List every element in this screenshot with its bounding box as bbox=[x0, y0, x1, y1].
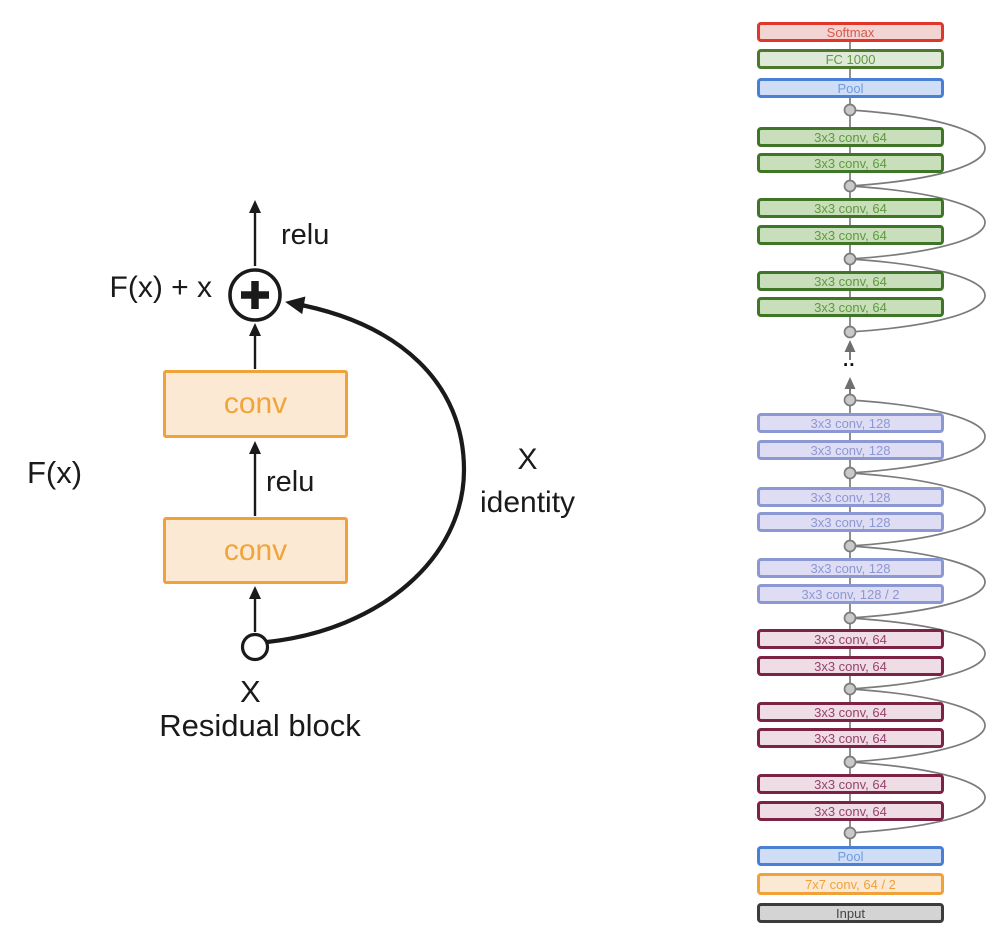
junction-node bbox=[843, 393, 857, 407]
conv-box-bottom: conv bbox=[163, 517, 348, 584]
junction-node bbox=[843, 539, 857, 553]
skip-arc bbox=[849, 472, 986, 547]
junction-node bbox=[843, 611, 857, 625]
layer-box-conv128-p3: 3x3 conv, 128 bbox=[757, 487, 944, 507]
junction-node bbox=[843, 179, 857, 193]
branch-node bbox=[240, 632, 270, 662]
fx-label: F(x) bbox=[27, 455, 83, 490]
layer-box-conv64-g6: 3x3 conv, 64 bbox=[757, 297, 944, 317]
junction-node bbox=[843, 826, 857, 840]
layer-box-conv64-g4: 3x3 conv, 64 bbox=[757, 225, 944, 245]
identity-label: X identity bbox=[455, 438, 600, 524]
junction-node bbox=[843, 755, 857, 769]
conv-box-bottom-label: conv bbox=[223, 533, 288, 567]
layer-box-conv64-m1: 3x3 conv, 64 bbox=[757, 629, 944, 649]
input-x-label: X bbox=[240, 674, 261, 709]
layer-box-conv128-p1: 3x3 conv, 128 bbox=[757, 413, 944, 433]
skip-arc bbox=[849, 185, 986, 260]
layer-box-conv64-m3: 3x3 conv, 64 bbox=[757, 702, 944, 722]
layer-box-conv64-g1: 3x3 conv, 64 bbox=[757, 127, 944, 147]
layer-box-input: Input bbox=[757, 903, 944, 923]
conv-box-top-label: conv bbox=[223, 387, 288, 420]
layer-box-conv7x7: 7x7 conv, 64 / 2 bbox=[757, 873, 944, 895]
layer-box-conv128-p4: 3x3 conv, 128 bbox=[757, 512, 944, 532]
layer-box-pool-top: Pool bbox=[757, 78, 944, 98]
identity-label-text: identity bbox=[479, 486, 576, 519]
skip-arc bbox=[849, 258, 986, 333]
junction-node bbox=[843, 252, 857, 266]
layer-box-conv64-m5: 3x3 conv, 64 bbox=[757, 774, 944, 794]
skip-arc bbox=[849, 688, 986, 763]
layer-box-conv64-m2: 3x3 conv, 64 bbox=[757, 656, 944, 676]
layer-box-conv128-stride2: 3x3 conv, 128 / 2 bbox=[757, 584, 944, 604]
relu-label-top: relu bbox=[281, 219, 330, 251]
junction-node bbox=[843, 466, 857, 480]
residual-block-caption: Residual block bbox=[159, 708, 361, 743]
sum-node bbox=[228, 268, 282, 322]
layer-box-fc1000: FC 1000 bbox=[757, 49, 944, 69]
relu-label-mid: relu bbox=[266, 466, 315, 498]
stack-ellipsis: .. bbox=[843, 350, 856, 371]
identity-label-x: X bbox=[517, 443, 538, 476]
sum-output-label: F(x) + x bbox=[109, 271, 213, 304]
junction-node bbox=[843, 325, 857, 339]
layer-box-conv128-p5: 3x3 conv, 128 bbox=[757, 558, 944, 578]
plus-icon bbox=[241, 281, 269, 309]
skip-arc bbox=[849, 761, 986, 834]
layer-box-softmax: Softmax bbox=[757, 22, 944, 42]
conv-box-top: conv bbox=[163, 370, 348, 438]
layer-box-conv64-m6: 3x3 conv, 64 bbox=[757, 801, 944, 821]
layer-box-pool-bottom: Pool bbox=[757, 846, 944, 866]
layer-box-conv128-p2: 3x3 conv, 128 bbox=[757, 440, 944, 460]
layer-box-conv64-g3: 3x3 conv, 64 bbox=[757, 198, 944, 218]
skip-arc bbox=[849, 109, 986, 187]
skip-arc bbox=[849, 545, 986, 619]
stack-skip-arcs bbox=[849, 109, 986, 834]
junction-node bbox=[843, 682, 857, 696]
layer-box-conv64-g5: 3x3 conv, 64 bbox=[757, 271, 944, 291]
layer-box-conv64-m4: 3x3 conv, 64 bbox=[757, 728, 944, 748]
skip-arc bbox=[849, 399, 986, 474]
junction-node bbox=[843, 103, 857, 117]
layer-box-conv64-g2: 3x3 conv, 64 bbox=[757, 153, 944, 173]
